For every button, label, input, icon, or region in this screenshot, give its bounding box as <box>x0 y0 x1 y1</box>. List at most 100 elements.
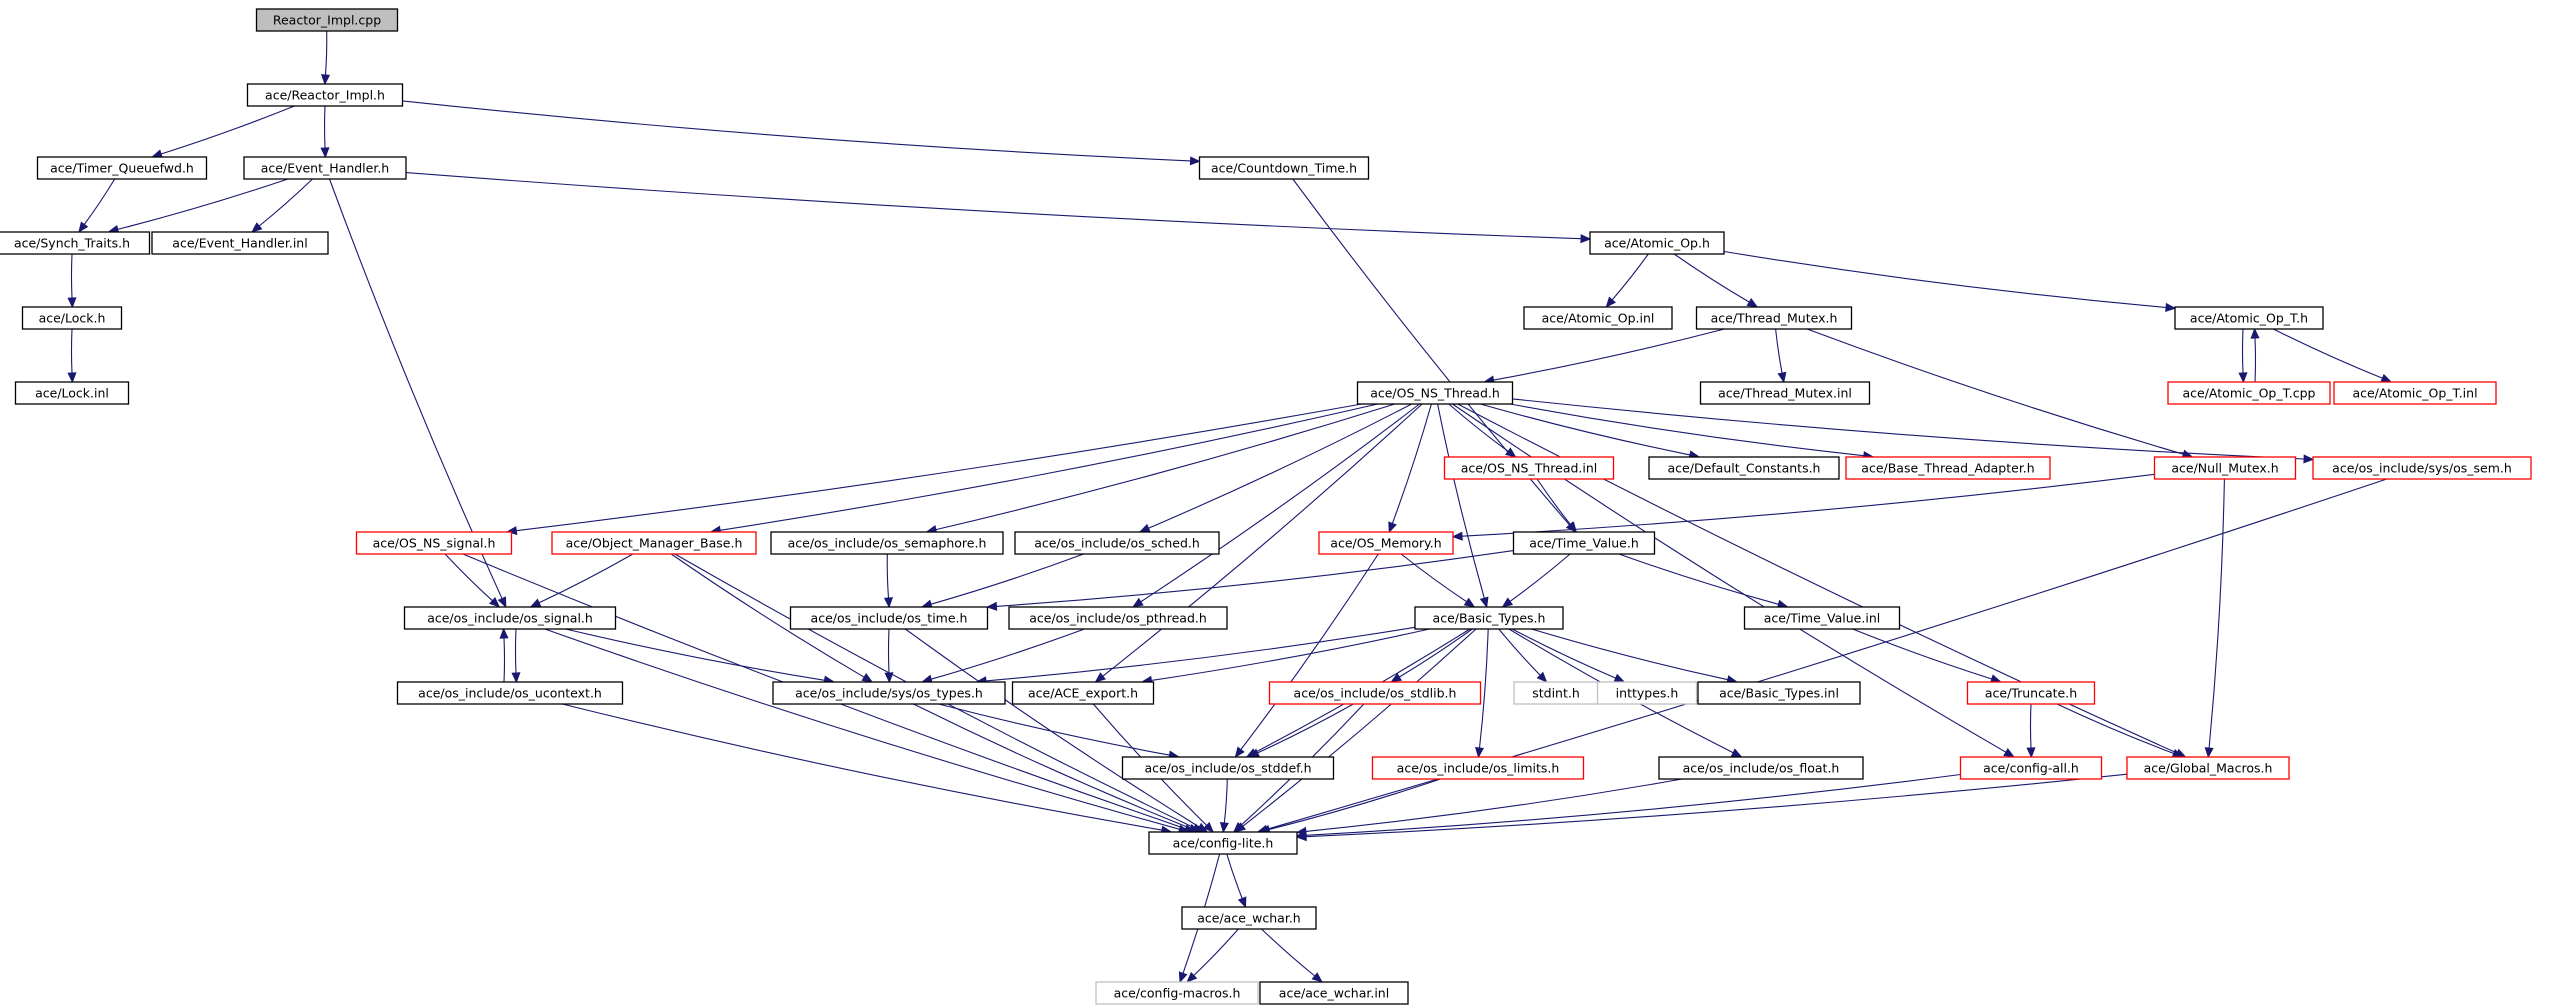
edge-line <box>1261 928 1316 977</box>
edge-line <box>1437 403 1485 599</box>
node-label: ace/config-macros.h <box>1114 986 1241 1001</box>
node-os-include-os-time-h[interactable]: ace/os_include/os_time.h <box>789 606 989 630</box>
node-thread-mutex-inl[interactable]: ace/Thread_Mutex.inl <box>1699 381 1871 405</box>
edge-basic-types-h-to-basic-types-inl <box>1531 628 1738 685</box>
edge-line <box>324 30 328 76</box>
edge-arrowhead <box>1311 972 1323 983</box>
edge-line <box>1448 403 1509 452</box>
node-basic-types-inl[interactable]: ace/Basic_Types.inl <box>1697 681 1861 705</box>
edge-line <box>1391 403 1432 524</box>
node-os-ns-thread-h[interactable]: ace/OS_NS_Thread.h <box>1356 381 1514 405</box>
node-countdown-time-h[interactable]: ace/Countdown_Time.h <box>1198 156 1370 180</box>
node-atomic-op-t-cpp[interactable]: ace/Atomic_Op_T.cpp <box>2167 381 2331 405</box>
edge-lock-h-to-lock-inl <box>67 328 77 384</box>
node-event-handler-inl[interactable]: ace/Event_Handler.inl <box>151 231 329 255</box>
node-os-include-os-semaphore-h[interactable]: ace/os_include/os_semaphore.h <box>770 531 1004 555</box>
node-config-macros-h[interactable]: ace/config-macros.h <box>1095 981 1259 1005</box>
edge-arrowhead <box>2003 747 2015 758</box>
edge-line <box>562 703 1162 831</box>
node-box <box>1011 681 1155 705</box>
node-os-include-os-stddef-h[interactable]: ace/os_include/os_stddef.h <box>1121 756 1335 780</box>
node-global-macros-h[interactable]: ace/Global_Macros.h <box>2126 756 2290 780</box>
edge-line <box>930 628 1085 680</box>
node-base-thread-adapter-h[interactable]: ace/Base_Thread_Adapter.h <box>1845 456 2051 480</box>
node-object-manager-base-h[interactable]: ace/Object_Manager_Base.h <box>551 531 757 555</box>
edge-line <box>1226 853 1243 899</box>
node-lock-h[interactable]: ace/Lock.h <box>21 306 123 330</box>
edge-arrowhead <box>1237 896 1247 909</box>
node-label: ace/os_include/sys/os_types.h <box>795 686 983 701</box>
node-label: ace/Null_Mutex.h <box>2171 461 2278 476</box>
node-os-include-os-sched-h[interactable]: ace/os_include/os_sched.h <box>1014 531 1220 555</box>
node-thread-mutex-h[interactable]: ace/Thread_Mutex.h <box>1695 306 1853 330</box>
edge-line <box>70 253 73 299</box>
node-truncate-h[interactable]: ace/Truncate.h <box>1966 681 2096 705</box>
node-os-ns-signal-h[interactable]: ace/OS_NS_signal.h <box>355 531 513 555</box>
edge-arrowhead <box>511 672 521 684</box>
node-null-mutex-h[interactable]: ace/Null_Mutex.h <box>2153 456 2297 480</box>
edge-line <box>544 628 1180 830</box>
node-label: ace/Synch_Traits.h <box>14 236 130 251</box>
edge-os-include-os-time-h-to-config-lite-h <box>904 628 1208 833</box>
node-stdint-h[interactable]: stdint.h <box>1513 681 1599 705</box>
edge-line <box>1223 778 1228 824</box>
node-ace-wchar-h[interactable]: ace/ace_wchar.h <box>1181 906 1317 930</box>
node-box <box>1268 681 1482 705</box>
node-os-include-os-limits-h[interactable]: ace/os_include/os_limits.h <box>1371 756 1585 780</box>
edge-arrowhead <box>1234 746 1245 758</box>
node-label: ace/ace_wchar.inl <box>1279 986 1389 1001</box>
node-config-all-h[interactable]: ace/config-all.h <box>1959 756 2103 780</box>
node-ace-export-h[interactable]: ace/ACE_export.h <box>1011 681 1155 705</box>
node-basic-types-h[interactable]: ace/Basic_Types.h <box>1414 606 1564 630</box>
node-os-ns-thread-inl[interactable]: ace/OS_NS_Thread.inl <box>1443 456 1615 480</box>
node-os-include-os-ucontext-h[interactable]: ace/os_include/os_ucontext.h <box>396 681 624 705</box>
edge-arrowhead <box>1536 671 1548 683</box>
node-os-include-sys-os-types-h[interactable]: ace/os_include/sys/os_types.h <box>772 681 1006 705</box>
node-event-handler-h[interactable]: ace/Event_Handler.h <box>243 156 407 180</box>
node-box <box>1523 306 1673 330</box>
node-label: ace/Object_Manager_Base.h <box>566 536 743 551</box>
edge-line <box>1151 628 1430 681</box>
edge-arrowhead <box>1451 531 1463 541</box>
node-reactor-impl-cpp[interactable]: Reactor_Impl.cpp <box>255 8 399 32</box>
node-default-constants-h[interactable]: ace/Default_Constants.h <box>1648 456 1840 480</box>
node-os-include-os-stdlib-h[interactable]: ace/os_include/os_stdlib.h <box>1268 681 1482 705</box>
node-inttypes-h[interactable]: inttypes.h <box>1596 681 1698 705</box>
node-reactor-impl-h[interactable]: ace/Reactor_Impl.h <box>246 83 404 107</box>
node-label: ace/Atomic_Op_T.h <box>2190 311 2308 326</box>
edge-line <box>1510 403 1864 457</box>
node-os-include-sys-os-sem-h[interactable]: ace/os_include/sys/os_sem.h <box>2312 456 2532 480</box>
node-box <box>1181 906 1317 930</box>
node-synch-traits-h[interactable]: ace/Synch_Traits.h <box>0 231 151 255</box>
node-atomic-op-t-inl[interactable]: ace/Atomic_Op_T.inl <box>2333 381 2497 405</box>
node-time-value-h[interactable]: ace/Time_Value.h <box>1512 531 1656 555</box>
node-time-value-inl[interactable]: ace/Time_Value.inl <box>1743 606 1901 630</box>
edge-line <box>70 328 73 374</box>
node-label: ace/os_include/os_sched.h <box>1034 536 1200 551</box>
node-label: ace/OS_NS_Thread.h <box>1370 386 1500 401</box>
node-atomic-op-inl[interactable]: ace/Atomic_Op.inl <box>1523 306 1673 330</box>
node-box <box>1959 756 2103 780</box>
node-ace-wchar-inl[interactable]: ace/ace_wchar.inl <box>1259 981 1409 1005</box>
node-os-include-os-signal-h[interactable]: ace/os_include/os_signal.h <box>403 606 617 630</box>
edge-line <box>1242 628 1477 827</box>
node-config-lite-h[interactable]: ace/config-lite.h <box>1148 831 1298 855</box>
node-lock-inl[interactable]: ace/Lock.inl <box>14 381 130 405</box>
node-box <box>36 156 208 180</box>
edge-line <box>1478 628 1489 749</box>
edge-time-value-h-to-basic-types-h <box>1501 553 1571 608</box>
node-os-include-os-float-h[interactable]: ace/os_include/os_float.h <box>1658 756 1864 780</box>
node-os-include-os-pthread-h[interactable]: ace/os_include/os_pthread.h <box>1008 606 1228 630</box>
node-label: ace/Atomic_Op.h <box>1604 236 1710 251</box>
node-box <box>789 606 989 630</box>
edge-arrowhead <box>884 672 894 684</box>
node-label: ace/config-all.h <box>1983 761 2079 776</box>
node-atomic-op-t-h[interactable]: ace/Atomic_Op_T.h <box>2174 306 2324 330</box>
node-os-memory-h[interactable]: ace/OS_Memory.h <box>1318 531 1454 555</box>
node-box <box>1095 981 1259 1005</box>
edge-line <box>1852 628 1993 680</box>
edge-atomic-op-t-cpp-to-atomic-op-t-h <box>2250 327 2260 383</box>
node-box <box>14 381 130 405</box>
node-timer-queuefwd-h[interactable]: ace/Timer_Queuefwd.h <box>36 156 208 180</box>
node-atomic-op-h[interactable]: ace/Atomic_Op.h <box>1589 231 1725 255</box>
